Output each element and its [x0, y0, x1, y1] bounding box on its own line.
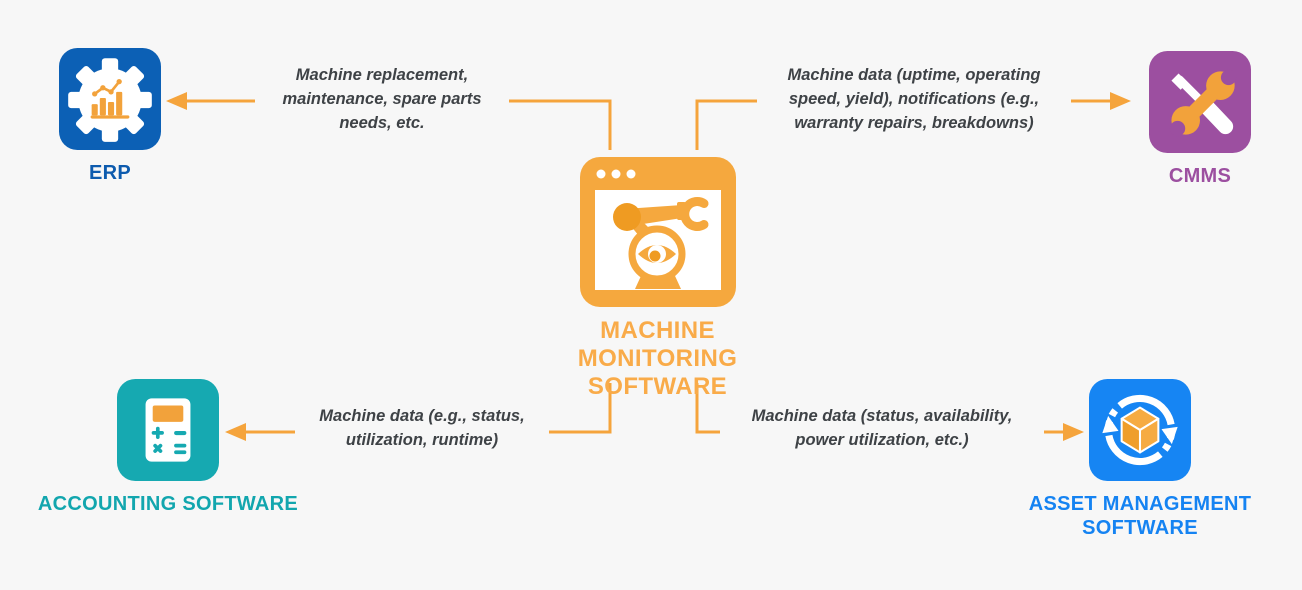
bar-chart-glyph [90, 79, 130, 119]
calculator-icon [117, 379, 219, 481]
arrowhead-to-erp [166, 92, 187, 110]
node-label-cmms: CMMS [1168, 165, 1232, 187]
node-label-asset-management: ASSET MANAGEMENT SOFTWARE [1028, 493, 1252, 539]
connection-label-cmms: Machine data (uptime, operating speed, y… [757, 61, 1071, 137]
node-machine-monitoring-software: MACHINE MONITORING SOFTWARE [570, 157, 745, 401]
node-label-accounting: ACCOUNTING SOFTWARE [37, 493, 299, 515]
arrowhead-to-accounting [225, 423, 246, 441]
node-erp: ERP [20, 48, 200, 185]
node-label-erp: ERP [88, 162, 132, 184]
connection-label-erp: Machine replacement, maintenance, spare … [255, 61, 509, 137]
cycle-arrows-cube-icon [1089, 379, 1191, 481]
wrench-glyph [1169, 69, 1237, 137]
gear-bar-chart-icon [59, 48, 161, 150]
connection-label-asset: Machine data (status, availability, powe… [720, 402, 1044, 454]
arrowhead-to-cmms [1110, 92, 1131, 110]
calculator-keys [151, 426, 187, 455]
node-accounting-software: ACCOUNTING SOFTWARE [28, 379, 308, 516]
node-asset-management-software: ASSET MANAGEMENT SOFTWARE [1000, 379, 1280, 540]
wrench-screwdriver-icon [1149, 51, 1251, 153]
arrowhead-to-asset [1063, 423, 1084, 441]
cube-glyph [1120, 406, 1160, 454]
robot-arm-browser-window-icon [579, 157, 736, 307]
connection-label-accounting: Machine data (e.g., status, utilization,… [295, 402, 549, 454]
node-cmms: CMMS [1110, 51, 1290, 188]
center-title: MACHINE MONITORING SOFTWARE [577, 317, 738, 400]
